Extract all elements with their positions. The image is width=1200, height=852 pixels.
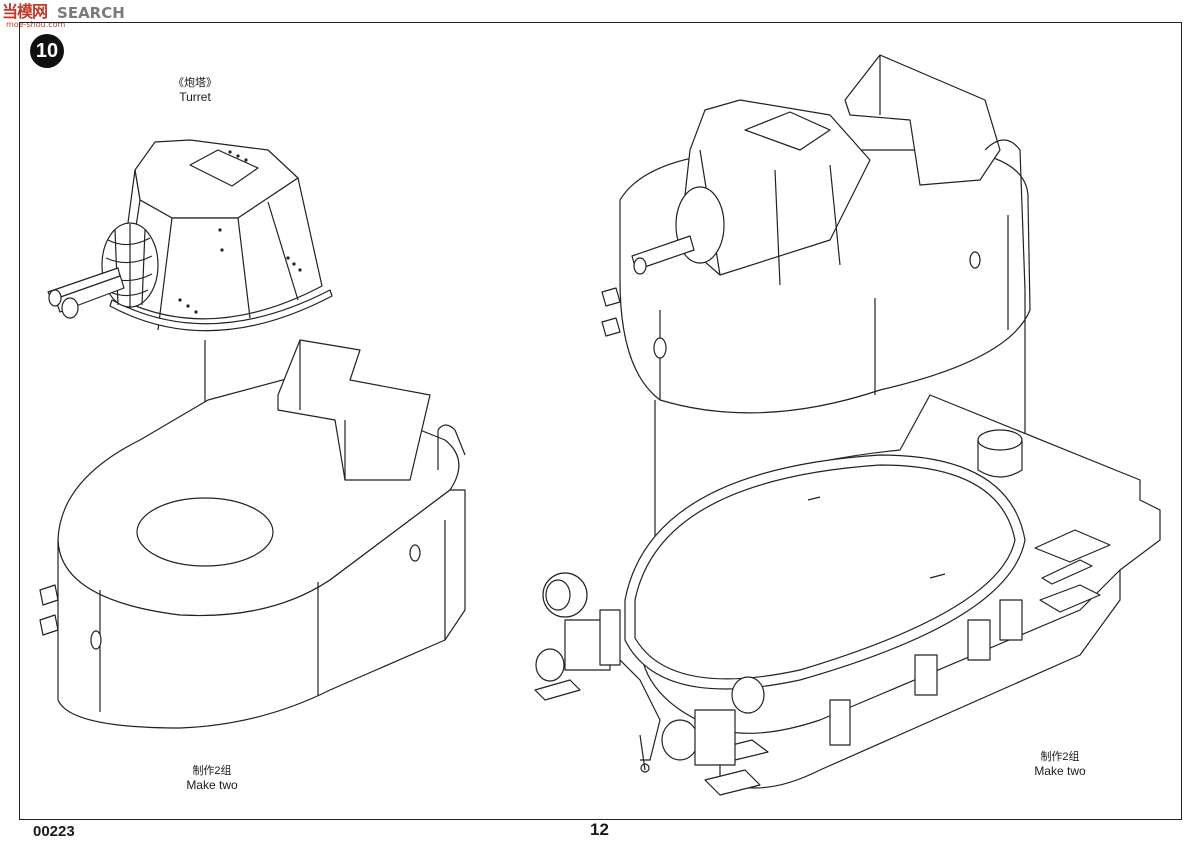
page-frame xyxy=(19,22,1182,820)
watermark-logo: 当模网 xyxy=(2,2,48,21)
product-code: 00223 xyxy=(33,823,75,840)
watermark-site: moe-shou.com xyxy=(6,20,66,29)
left-hull-drawing xyxy=(39,339,466,729)
page-number: 12 xyxy=(590,820,609,839)
step-number-badge: 10 xyxy=(30,34,64,68)
left-caption-cn: 制作2组 xyxy=(192,765,232,777)
right-chassis-drawing xyxy=(534,394,1161,796)
turret-label: 《炮塔》 Turret xyxy=(160,76,230,104)
right-turret-drawing xyxy=(601,54,1031,655)
right-caption: 制作2组 Make two xyxy=(1020,750,1100,778)
right-caption-en: Make two xyxy=(1034,764,1086,778)
left-caption: 制作2组 Make two xyxy=(172,764,252,792)
left-caption-en: Make two xyxy=(186,778,238,792)
watermark: 当模网 moe-shou.com SEARCH xyxy=(2,2,125,32)
turret-drawing xyxy=(47,139,333,531)
turret-label-en: Turret xyxy=(179,90,211,104)
watermark-search: SEARCH xyxy=(57,4,125,22)
turret-label-cn: 《炮塔》 xyxy=(173,77,217,89)
right-caption-cn: 制作2组 xyxy=(1040,751,1080,763)
